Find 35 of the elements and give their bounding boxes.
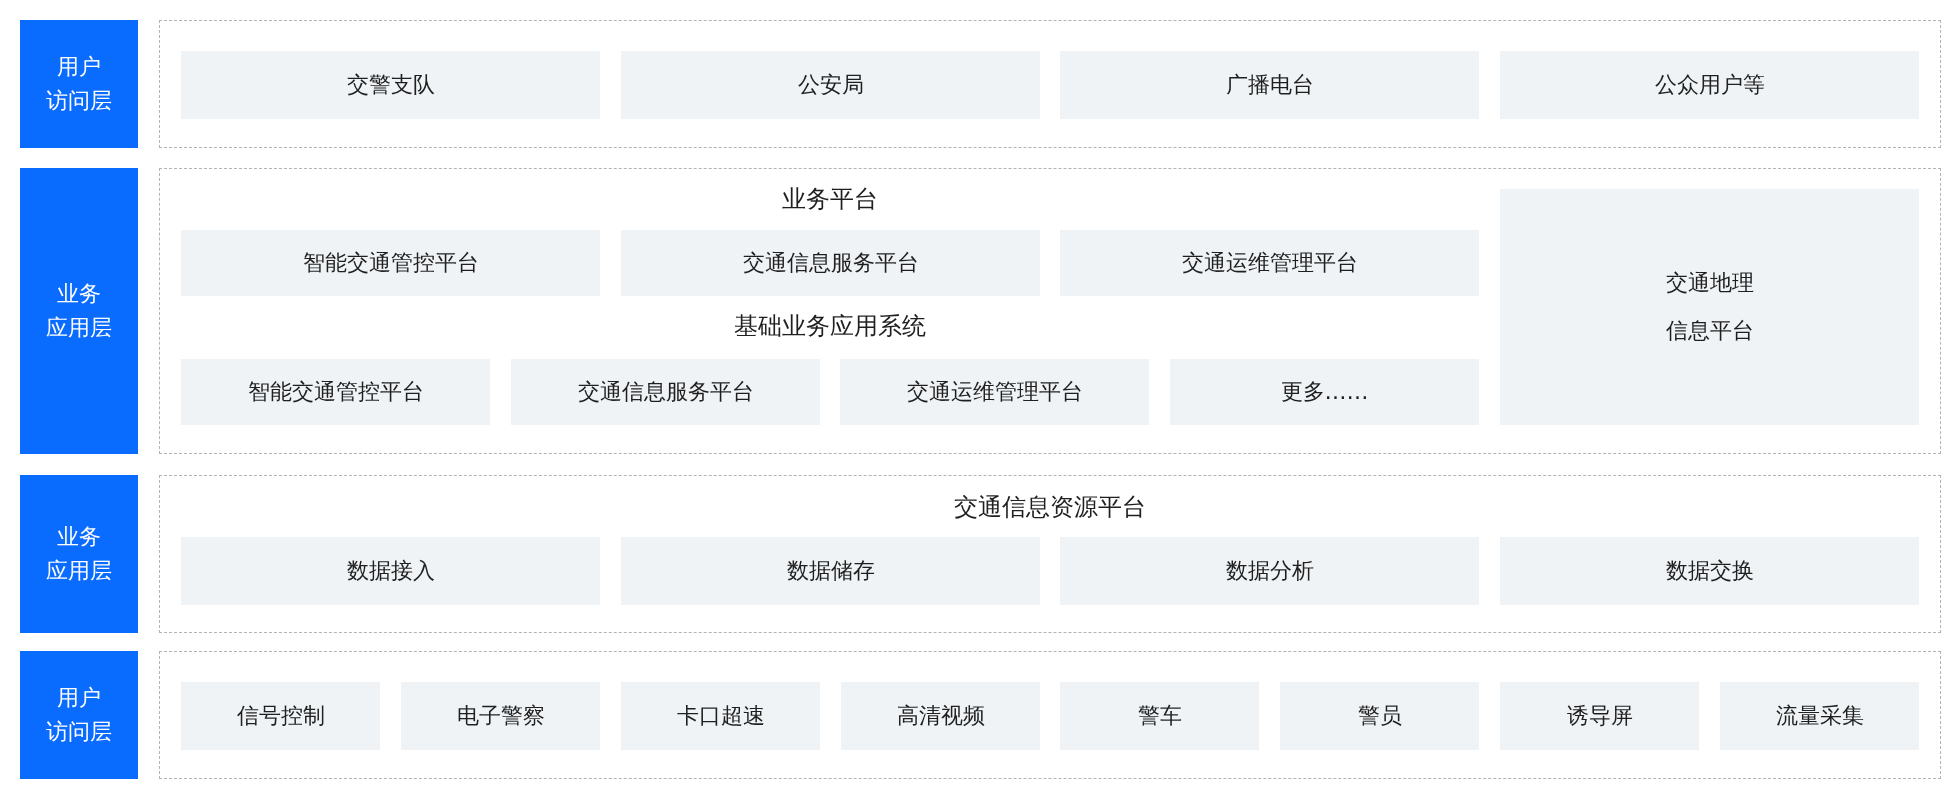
module-box: 流量采集 [1720,682,1919,750]
layer-tab: 业务应用层 [20,475,138,633]
module-box: 交通信息服务平台 [621,230,1040,296]
module-box: 警员 [1280,682,1479,750]
dashed-panel [159,651,1941,779]
section-heading: 交通信息资源平台 [954,492,1146,523]
module-box: 更多…… [1170,359,1479,425]
module-box: 卡口超速 [621,682,820,750]
module-box: 公众用户等 [1500,51,1919,119]
module-box: 数据储存 [621,537,1040,605]
module-box: 诱导屏 [1500,682,1699,750]
module-box: 广播电台 [1060,51,1479,119]
dashed-panel [159,20,1941,148]
module-box: 高清视频 [841,682,1040,750]
module-box: 交警支队 [181,51,600,119]
module-box: 数据分析 [1060,537,1479,605]
layer-tab: 用户访问层 [20,20,138,148]
module-box: 交通运维管理平台 [840,359,1149,425]
module-box: 信号控制 [181,682,380,750]
section-heading: 基础业务应用系统 [734,311,926,342]
module-box: 公安局 [621,51,1040,119]
module-box: 交通运维管理平台 [1060,230,1479,296]
module-box: 交通信息服务平台 [511,359,820,425]
module-box: 智能交通管控平台 [181,230,600,296]
layer-tab: 业务应用层 [20,168,138,454]
dashed-panel [159,475,1941,633]
module-box: 数据交换 [1500,537,1919,605]
module-box: 智能交通管控平台 [181,359,490,425]
module-box: 交通地理信息平台 [1500,189,1919,425]
layer-tab: 用户访问层 [20,651,138,779]
module-box: 电子警察 [401,682,600,750]
module-box: 数据接入 [181,537,600,605]
dashed-panel [159,168,1941,454]
module-box: 警车 [1060,682,1259,750]
section-heading: 业务平台 [782,184,878,215]
